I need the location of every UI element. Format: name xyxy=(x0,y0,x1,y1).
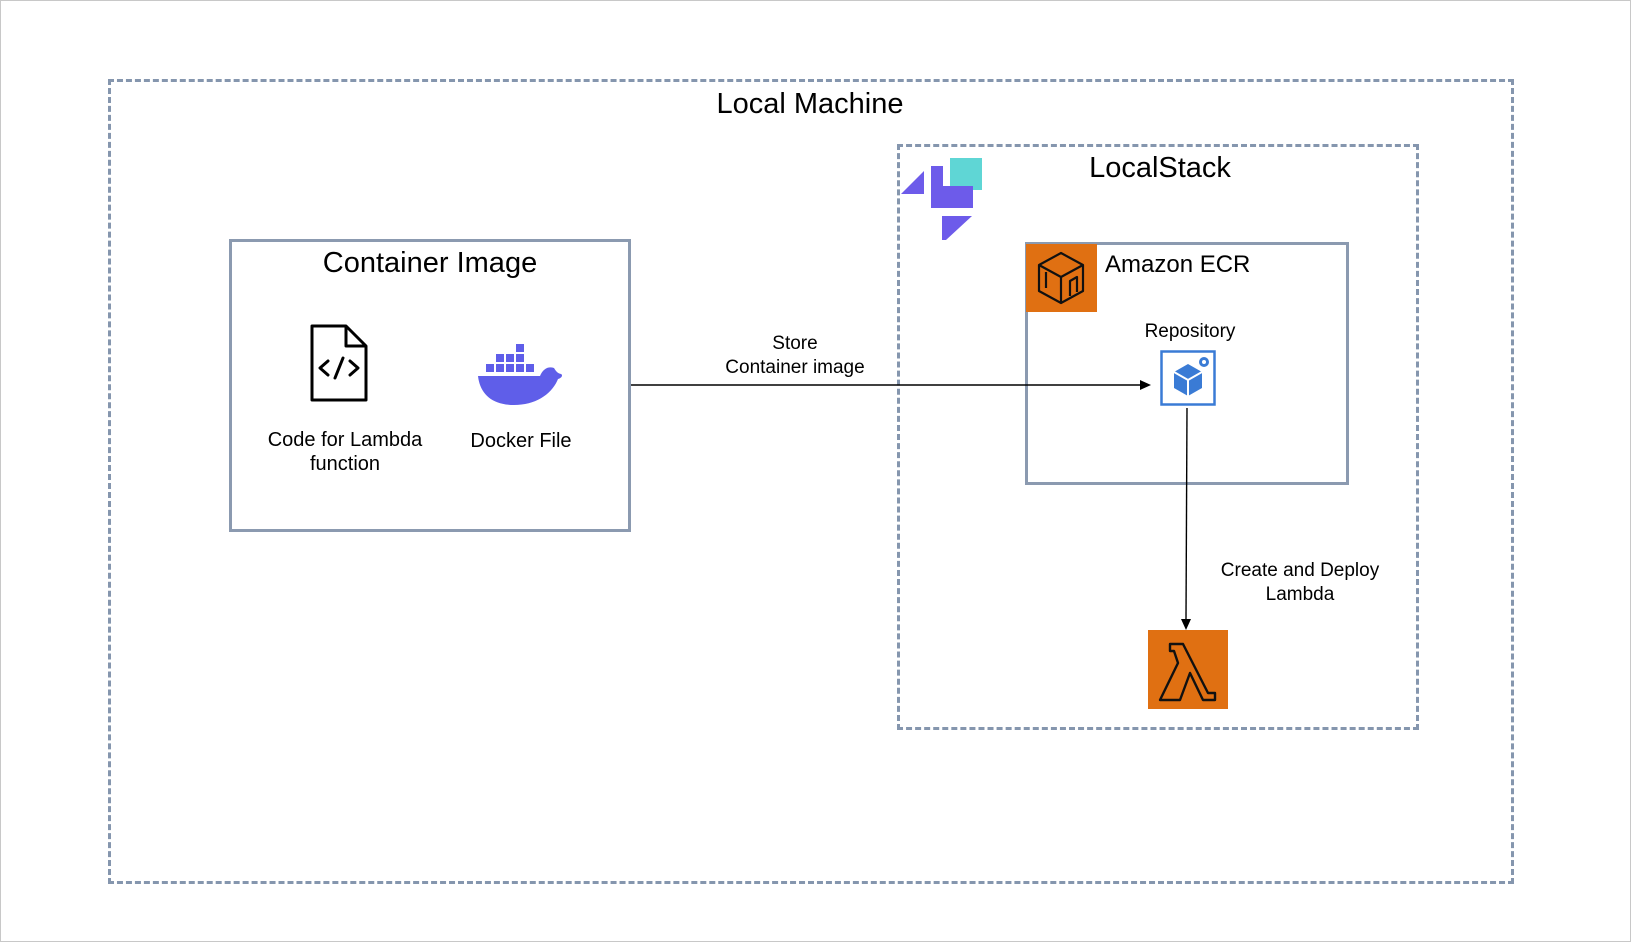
amazon-ecr-icon xyxy=(1026,244,1097,312)
code-lambda-label: Code for Lambda function xyxy=(267,429,423,475)
code-file-icon xyxy=(310,324,368,402)
localstack-title: LocalStack xyxy=(1089,152,1231,184)
localstack-logo xyxy=(901,158,982,240)
repository-label: Repository xyxy=(1144,321,1236,342)
localstack-group[interactable] xyxy=(897,144,1419,730)
container-image-title: Container Image xyxy=(322,247,538,279)
docker-whale-icon xyxy=(478,344,562,405)
deploy-edge-label: Create and Deploy Lambda xyxy=(1220,560,1380,605)
store-edge-label: Store Container image xyxy=(725,333,865,378)
docker-file-label: Docker File xyxy=(470,430,572,452)
ecr-repository-icon[interactable] xyxy=(1160,350,1216,406)
local-machine-group[interactable] xyxy=(108,79,1514,884)
local-machine-title: Local Machine xyxy=(716,88,904,120)
aws-lambda-icon[interactable] xyxy=(1148,630,1228,709)
container-image-box[interactable] xyxy=(229,239,631,532)
amazon-ecr-title: Amazon ECR xyxy=(1105,251,1251,278)
